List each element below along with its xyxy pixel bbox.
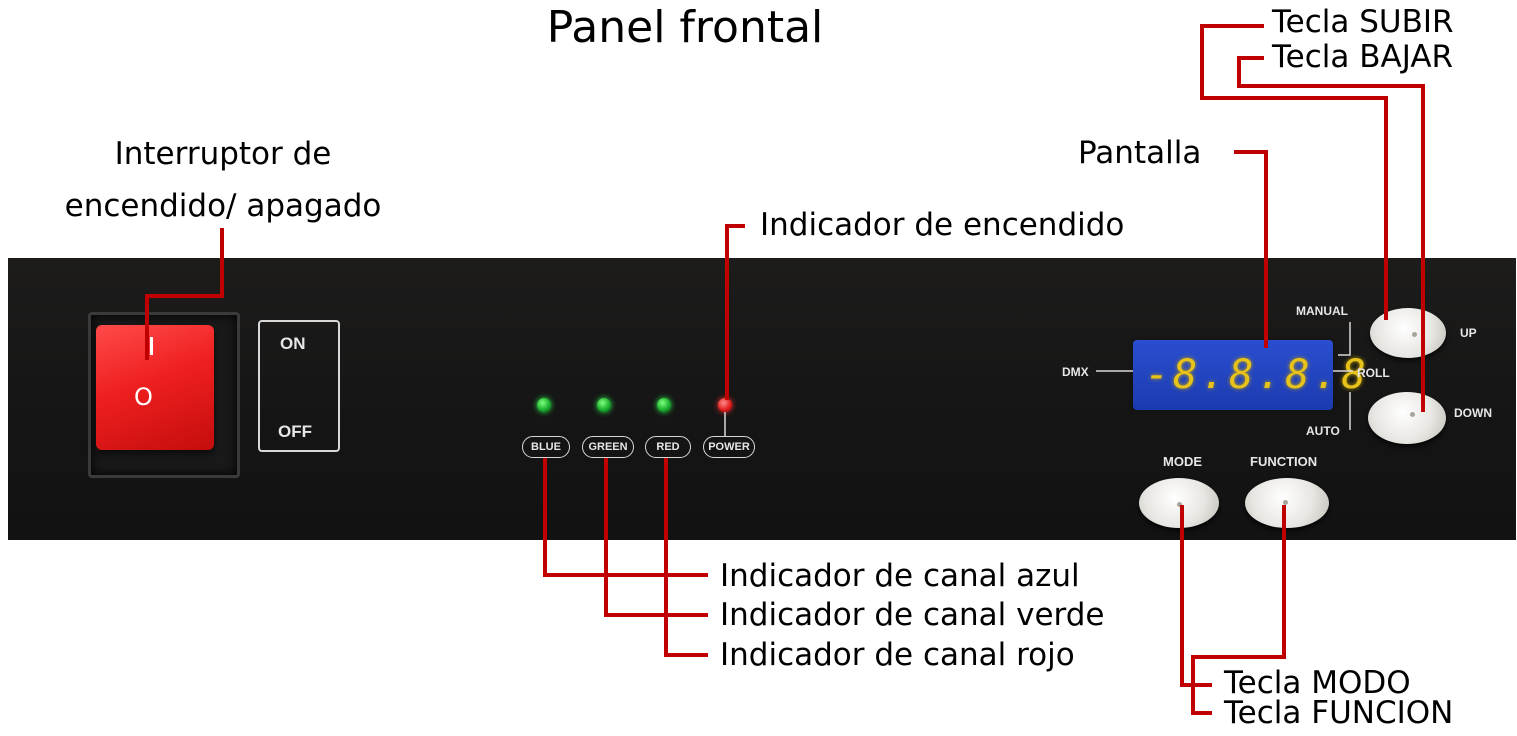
- blue-led: [537, 398, 551, 412]
- mode-button[interactable]: [1139, 478, 1219, 528]
- green-led-label: GREEN: [582, 436, 634, 458]
- leader-mode-key: [1180, 505, 1212, 687]
- function-label: FUNCTION: [1250, 454, 1318, 469]
- leader-green-indicator: [604, 458, 708, 617]
- callout-function-key: Tecla FUNCION: [1224, 695, 1454, 731]
- dmx-label: DMX: [1062, 365, 1089, 379]
- up-button[interactable]: [1370, 308, 1446, 358]
- down-button-dot: [1410, 412, 1415, 417]
- callout-red-indicator: Indicador de canal rojo: [720, 637, 1075, 673]
- function-button[interactable]: [1245, 478, 1329, 528]
- mode-button-dot: [1177, 502, 1182, 507]
- switch-line-mark: [150, 337, 153, 355]
- leader-red-indicator: [664, 458, 708, 657]
- power-led: [718, 398, 732, 412]
- power-switch[interactable]: O: [96, 325, 214, 450]
- led-display: [1133, 340, 1333, 410]
- function-button-dot: [1283, 500, 1288, 505]
- leader-power-indicator: [725, 224, 745, 400]
- on-label: ON: [280, 334, 306, 353]
- diagram-title: Panel frontal: [546, 2, 824, 53]
- callout-up-key: Tecla SUBIR: [1272, 4, 1454, 40]
- auto-label: AUTO: [1306, 424, 1340, 438]
- blue-led-label: BLUE: [522, 436, 570, 458]
- callout-power-indicator: Indicador de encendido: [760, 207, 1125, 243]
- green-led: [597, 398, 611, 412]
- mode-label: MODE: [1163, 454, 1202, 469]
- roll-label: ROLL: [1357, 366, 1390, 380]
- down-button[interactable]: [1368, 392, 1446, 444]
- leader-down-key: [1237, 56, 1425, 412]
- leader-blue-indicator: [543, 458, 708, 577]
- leader-function-key: [1191, 505, 1286, 715]
- callout-display: Pantalla: [1078, 135, 1202, 171]
- callout-down-key: Tecla BAJAR: [1272, 39, 1454, 75]
- callout-blue-indicator: Indicador de canal azul: [720, 558, 1080, 594]
- manual-label: MANUAL: [1296, 304, 1348, 318]
- callout-mode-key: Tecla MODO: [1224, 665, 1411, 701]
- on-off-legend: ON OFF: [258, 320, 340, 452]
- down-label: DOWN: [1454, 406, 1492, 420]
- red-led: [657, 398, 671, 412]
- leader-display: [1234, 150, 1268, 348]
- up-label: UP: [1460, 326, 1477, 340]
- switch-o-mark: O: [134, 383, 153, 411]
- callout-power-switch: Interruptor de encendido/ apagado: [64, 136, 382, 224]
- red-led-label: RED: [645, 436, 691, 458]
- off-label: OFF: [278, 422, 312, 441]
- power-led-label: POWER: [703, 436, 755, 458]
- callout-green-indicator: Indicador de canal verde: [720, 597, 1105, 633]
- up-button-dot: [1412, 332, 1417, 337]
- leader-up-key: [1200, 24, 1388, 320]
- manual-bracket: [1338, 322, 1351, 356]
- leader-power-switch: [145, 228, 224, 360]
